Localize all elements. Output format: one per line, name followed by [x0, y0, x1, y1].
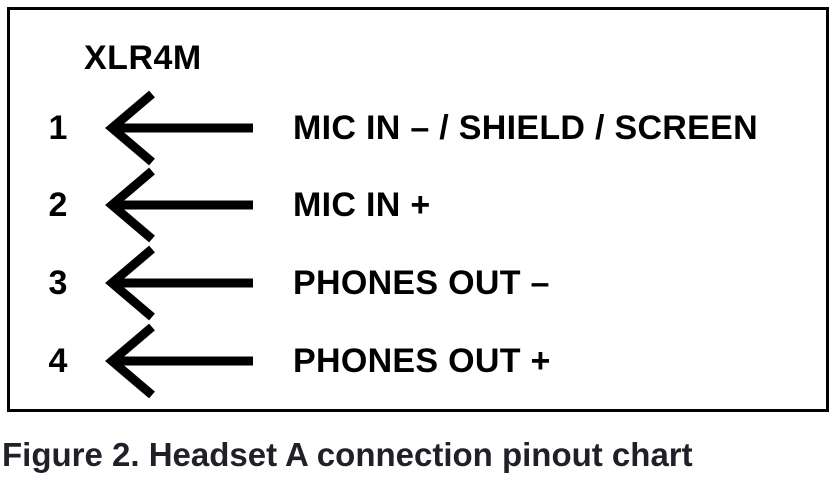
pin-label: PHONES OUT – [293, 264, 550, 302]
pin-row-3: 3 PHONES OUT – [0, 238, 837, 328]
pin-row-4: 4 PHONES OUT + [0, 316, 837, 406]
pin-row-2: 2 MIC IN + [0, 160, 837, 250]
pin-label: MIC IN + [293, 186, 431, 224]
pin-number: 3 [48, 264, 68, 302]
pin-label: MIC IN – / SHIELD / SCREEN [293, 109, 758, 147]
figure-caption: Figure 2. Headset A connection pinout ch… [2, 436, 693, 473]
arrow-left-icon [105, 245, 253, 321]
pin-number: 2 [48, 186, 68, 224]
arrow-left-icon [105, 323, 253, 399]
pin-number: 4 [48, 342, 68, 380]
pin-row-1: 1 MIC IN – / SHIELD / SCREEN [0, 83, 837, 173]
arrow-left-icon [105, 167, 253, 243]
pin-number: 1 [48, 109, 68, 147]
pin-label: PHONES OUT + [293, 342, 551, 380]
connector-title: XLR4M [84, 39, 202, 77]
arrow-left-icon [105, 90, 253, 166]
